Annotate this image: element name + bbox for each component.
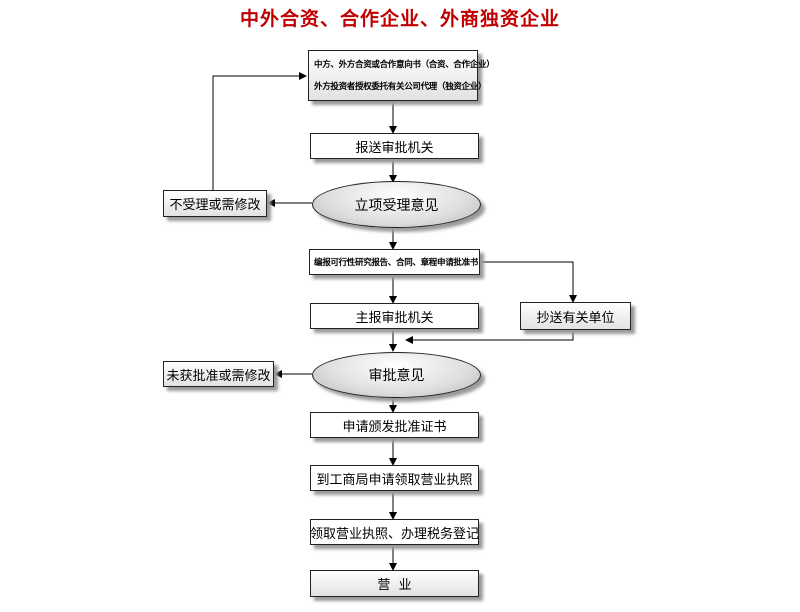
intent-line-2: 外方投资者授权委托有关公司代理（独资企业） bbox=[314, 81, 487, 92]
operate-box: 营 业 bbox=[310, 570, 479, 597]
apply-certificate-box: 申请颁发批准证书 bbox=[310, 412, 479, 438]
reject-or-modify-box: 不受理或需修改 bbox=[163, 190, 267, 217]
arrow-reject-feedback bbox=[212, 72, 307, 190]
project-acceptance-ellipse: 立项受理意见 bbox=[312, 181, 481, 228]
apply-license-box: 到工商局申请领取营业执照 bbox=[310, 465, 479, 491]
prepare-reports-box: 编报可行性研究报告、合同、章程申请批准书 bbox=[309, 249, 480, 275]
cc-departments-box: 抄送有关单位 bbox=[520, 302, 631, 330]
not-approved-box: 未获批准或需修改 bbox=[163, 361, 274, 387]
get-license-box: 领取营业执照、办理税务登记 bbox=[310, 519, 479, 545]
submit-approval-box: 报送审批机关 bbox=[310, 133, 479, 159]
approval-opinion-ellipse: 审批意见 bbox=[312, 352, 481, 398]
main-submit-box: 主报审批机关 bbox=[310, 303, 479, 329]
chart-title: 中外合资、合作企业、外商独资企业 bbox=[239, 8, 560, 30]
arrow-prepare-to-cc bbox=[480, 261, 577, 303]
arrow-cc-to-opinion bbox=[405, 330, 574, 344]
intent-agreement-box: 中方、外方合资或合作意向书（合资、合作企业） 外方投资者授权委托有关公司代理（独… bbox=[308, 50, 495, 101]
intent-line-1: 中方、外方合资或合作意向书（合资、合作企业） bbox=[314, 59, 495, 70]
